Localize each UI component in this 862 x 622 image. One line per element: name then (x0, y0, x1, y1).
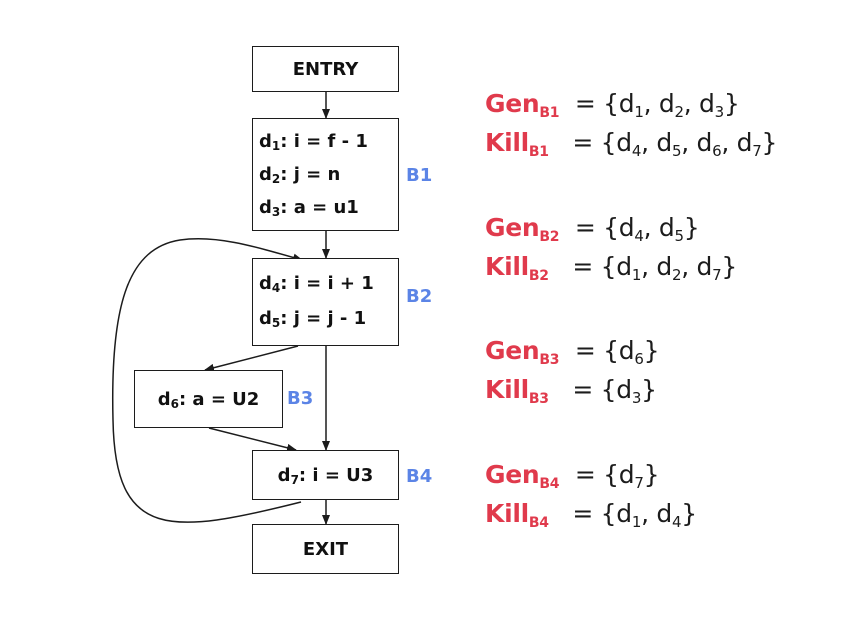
definition-set: {d3} (600, 375, 657, 407)
gen-b1-equation: GenB1 = {d1, d2, d3} (485, 89, 740, 121)
definition-item: d7 (618, 460, 644, 492)
block-b1-label: B1 (406, 165, 433, 186)
set-name: GenB3 (485, 336, 560, 368)
equals-sign: = (567, 89, 604, 118)
edge-b2-b3 (204, 345, 299, 372)
equals-sign: = (564, 499, 601, 528)
definition-set: {d7} (603, 460, 660, 492)
b3-stmt-1: d6: a = U2 (157, 388, 260, 411)
definition-item: d7 (696, 252, 722, 284)
definition-item: d2 (658, 89, 684, 121)
definition-item: d1 (616, 499, 642, 531)
definition-set: {d1, d4} (600, 499, 697, 531)
set-name: KillB4 (485, 499, 549, 531)
set-name: KillB1 (485, 128, 549, 160)
block-b2-label: B2 (406, 286, 433, 307)
set-name: GenB4 (485, 460, 560, 492)
b4-stmt-1: d7: i = U3 (277, 464, 374, 487)
definition-item: d1 (616, 252, 642, 284)
set-name: KillB3 (485, 375, 549, 407)
entry-label: ENTRY (292, 58, 359, 80)
equals-sign: = (564, 252, 601, 281)
definition-item: d5 (656, 128, 682, 160)
b1-stmt-1: d1: i = f - 1 (259, 131, 368, 153)
block-b1: d1: i = f - 1 d2: j = n d3: a = u1 (252, 118, 399, 231)
block-b3-label: B3 (287, 388, 314, 409)
set-name: GenB2 (485, 213, 560, 245)
set-name: GenB1 (485, 89, 560, 121)
gen-b2-equation: GenB2 = {d4, d5} (485, 213, 700, 245)
equals-sign: = (567, 213, 604, 242)
definition-set: {d4, d5, d6, d7} (600, 128, 778, 160)
exit-node: EXIT (252, 524, 399, 574)
definition-item: d5 (658, 213, 684, 245)
block-b2: d4: i = i + 1 d5: j = j - 1 (252, 258, 399, 346)
block-b4: d7: i = U3 (252, 450, 399, 500)
kill-b1-equation: KillB1 = {d4, d5, d6, d7} (485, 128, 778, 160)
b2-stmt-2: d5: j = j - 1 (259, 308, 367, 330)
definition-item: d4 (618, 213, 644, 245)
block-b4-label: B4 (406, 466, 433, 487)
kill-b2-equation: KillB2 = {d1, d2, d7} (485, 252, 738, 284)
definition-set: {d4, d5} (603, 213, 700, 245)
definition-item: d6 (696, 128, 722, 160)
definition-item: d2 (656, 252, 682, 284)
kill-b3-equation: KillB3 = {d3} (485, 375, 657, 407)
definition-item: d6 (618, 336, 644, 368)
set-name: KillB2 (485, 252, 549, 284)
definition-item: d7 (736, 128, 762, 160)
b1-stmt-2: d2: j = n (259, 164, 341, 186)
b1-stmt-3: d3: a = u1 (259, 197, 359, 219)
definition-item: d4 (656, 499, 682, 531)
b2-stmt-1: d4: i = i + 1 (259, 273, 374, 295)
definition-set: {d1, d2, d3} (603, 89, 740, 121)
equals-sign: = (567, 336, 604, 365)
equals-sign: = (564, 375, 601, 404)
kill-b4-equation: KillB4 = {d1, d4} (485, 499, 697, 531)
edge-b4-b2-loop (111, 237, 303, 523)
equals-sign: = (564, 128, 601, 157)
definition-item: d4 (616, 128, 642, 160)
entry-node: ENTRY (252, 46, 399, 92)
definition-item: d3 (699, 89, 724, 121)
definition-set: {d6} (603, 336, 660, 368)
equals-sign: = (567, 460, 604, 489)
definition-set: {d1, d2, d7} (600, 252, 738, 284)
definition-item: d3 (616, 375, 642, 407)
gen-b4-equation: GenB4 = {d7} (485, 460, 660, 492)
block-b3: d6: a = U2 (134, 370, 283, 428)
gen-b3-equation: GenB3 = {d6} (485, 336, 660, 368)
edge-b3-b4 (208, 427, 297, 452)
exit-label: EXIT (302, 538, 349, 560)
definition-item: d1 (618, 89, 644, 121)
